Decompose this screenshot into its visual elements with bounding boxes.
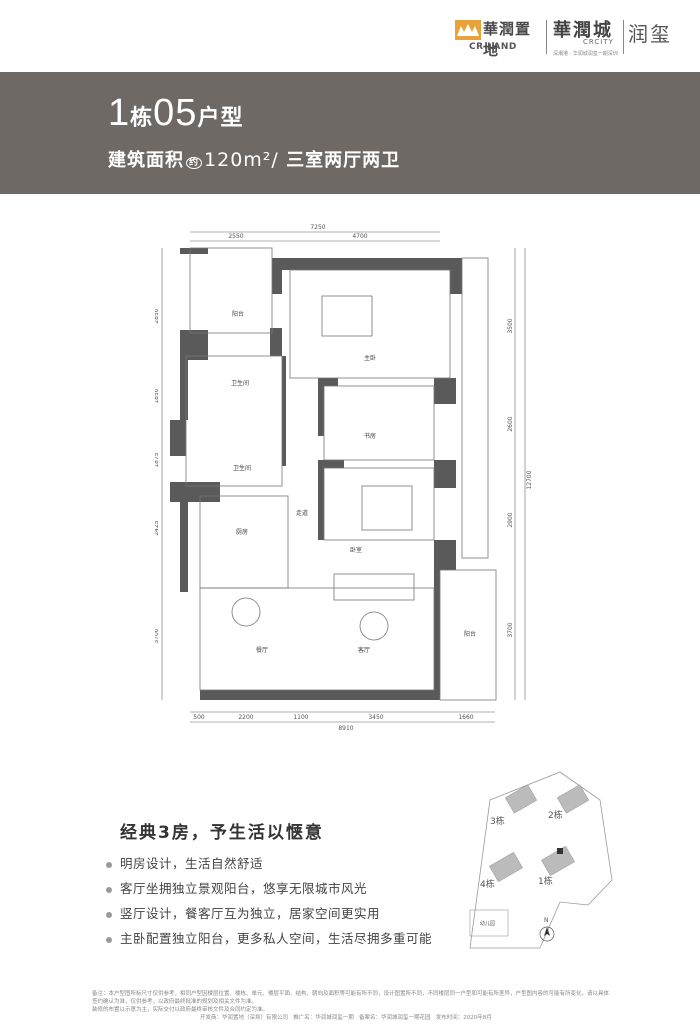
record-name: 备案名：华润城润玺一期花园 <box>359 1015 431 1021</box>
developer: 开发商：华润置地（深圳）有限公司 <box>200 1015 289 1021</box>
slogan: 经典3房，予生活以惬意 <box>120 823 324 843</box>
room-dining: 餐厅 <box>256 646 268 654</box>
dim-right: 3700 <box>507 622 514 637</box>
room-corridor: 走道 <box>296 509 308 517</box>
feature-item: 客厅坐拥独立景观阳台，悠享无限城市风光 <box>106 878 367 897</box>
feature-item: 主卧配置独立阳台，更多私人空间，生活尽拥多重可能 <box>106 928 432 947</box>
logo-divider <box>623 20 624 54</box>
room-balcony-side: 阳台 <box>464 630 476 638</box>
dim-top-total: 7250 <box>310 224 325 231</box>
building-suffix: 栋 <box>130 105 154 130</box>
approx-badge: 约 <box>186 156 203 169</box>
cr-land-en: CR LAND <box>469 42 517 52</box>
cr-land-cn: 華潤置地 <box>483 20 532 59</box>
room-bedroom: 卧室 <box>350 546 362 554</box>
dim-bottom: 500 <box>193 714 205 721</box>
dim-right-total: 12700 <box>526 470 533 489</box>
feature-text: 明房设计，生活自然舒适 <box>120 856 264 871</box>
compass-icon <box>539 926 555 942</box>
room-bath2: 卫生间 <box>233 464 251 472</box>
footer-info: 开发商：华润置地（深圳）有限公司 推广名：华润城润玺一期 备案名：华润城润玺一期… <box>200 1013 492 1021</box>
crcity-en: CRCITY <box>583 38 614 46</box>
site-building: 1栋 <box>538 875 553 887</box>
disclaimer-line: 装修的布置以示意为主，实际交付以政府最终审核文件及合同约定为准。 <box>92 1007 269 1013</box>
feature-item: 竖厅设计，餐客厅互为独立，居家空间更实用 <box>106 903 380 922</box>
feature-item: 明房设计，生活自然舒适 <box>106 853 263 872</box>
dim-bottom: 1100 <box>293 714 308 721</box>
site-building: 4栋 <box>480 878 495 890</box>
project-logo: 润玺 <box>628 22 672 46</box>
dim-left: 2850 <box>155 308 160 323</box>
room-master-bedroom: 主卧 <box>364 354 376 362</box>
dim-bottom: 2200 <box>238 714 253 721</box>
room-study: 书房 <box>364 432 376 440</box>
bullet-icon <box>106 911 112 918</box>
area-label: 建筑面积 <box>108 150 184 171</box>
header: 華潤置地 CR LAND 華潤城 CRCITY 深潮港 · 华润城润玺一期深圳 … <box>0 0 700 72</box>
dim-top: 2550 <box>228 233 243 240</box>
north-label: N <box>544 917 549 924</box>
cr-land-mark-icon <box>455 20 481 40</box>
dim-right: 3500 <box>507 318 514 333</box>
bullet-icon <box>106 861 112 868</box>
dim-left: 2425 <box>155 520 160 535</box>
type-number: 05 <box>153 92 198 134</box>
site-building: 2栋 <box>548 809 563 821</box>
dim-left: 1850 <box>155 388 160 403</box>
room-living: 客厅 <box>358 646 370 654</box>
crcity-logo: 華潤城 CRCITY 深潮港 · 华润城润玺一期深圳 <box>553 16 623 60</box>
site-kindergarten: 幼儿园 <box>480 920 495 927</box>
dim-top: 4700 <box>352 233 367 240</box>
room-bath1: 卫生间 <box>231 379 249 387</box>
floor-plan: 7250 2550 4700 500 2200 1100 3450 1660 8… <box>155 224 533 732</box>
dim-bottom-total: 8910 <box>338 725 353 732</box>
unit-title: 1栋05户型 <box>108 92 243 135</box>
feature-text: 主卧配置独立阳台，更多私人空间，生活尽拥多重可能 <box>120 931 433 946</box>
bullet-icon <box>106 886 112 893</box>
dim-left: 1875 <box>155 452 160 467</box>
disclaimer: 备注：本户型图所标尺寸仅供参考，相同户型因楼层位置、楼栋、单元、楼层平面、结构、… <box>92 990 612 1014</box>
publish-date: 发布时间：2020年8月 <box>435 1015 492 1021</box>
area-value: 120m²/ <box>204 149 279 171</box>
crcity-tagline: 深潮港 · 华润城润玺一期深圳 <box>553 51 618 57</box>
feature-text: 竖厅设计，餐客厅互为独立，居家空间更实用 <box>120 906 381 921</box>
dim-bottom: 3450 <box>368 714 383 721</box>
dim-right: 2900 <box>507 512 514 527</box>
room-balcony-top: 阳台 <box>232 310 244 318</box>
crcity-cn: 華潤城 <box>553 20 613 41</box>
site-building: 3栋 <box>490 815 505 827</box>
logo-divider <box>546 20 547 54</box>
room-kitchen: 厨房 <box>236 528 248 536</box>
dim-bottom: 1660 <box>458 714 473 721</box>
site-map: 3栋 2栋 4栋 1栋 幼儿园 N <box>469 771 613 949</box>
dim-right: 2600 <box>507 416 514 431</box>
layout-text: 三室两厅两卫 <box>286 150 401 171</box>
disclaimer-line: 备注：本户型图所标尺寸仅供参考，相同户型因楼层位置、楼栋、单元、楼层平面、结构、… <box>92 991 610 1005</box>
cr-land-logo: 華潤置地 CR LAND <box>455 18 545 59</box>
ad-name: 推广名：华润城润玺一期 <box>293 1015 354 1021</box>
dim-left: 3700 <box>155 628 160 643</box>
current-building-marker <box>557 848 563 854</box>
feature-text: 客厅坐拥独立景观阳台，悠享无限城市风光 <box>120 881 368 896</box>
bullet-icon <box>106 936 112 943</box>
building-number: 1 <box>108 92 131 134</box>
type-suffix: 户型 <box>197 105 244 130</box>
